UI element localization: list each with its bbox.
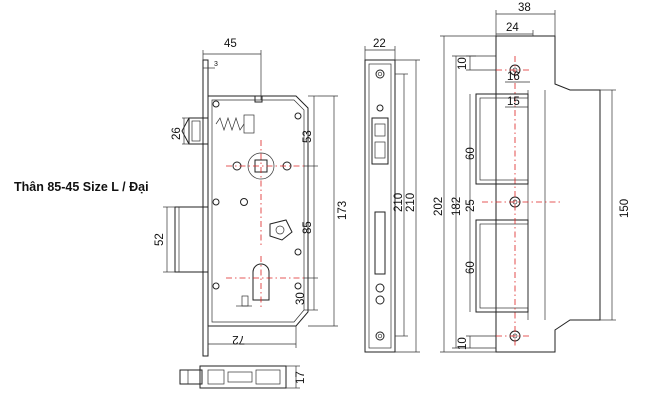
strike-upper-cut (475, 93, 529, 185)
dim-end-offset-top: 10 (457, 57, 469, 70)
latch-bolt (188, 117, 209, 145)
dim-faceplate-outer: 210 (405, 193, 417, 212)
dim-strike-height: 202 (433, 197, 445, 216)
dim-follower-to-cyl: 85 (302, 221, 314, 234)
dim-faceplate-inner: 210 (393, 193, 405, 212)
dim-backset: 45 (224, 38, 237, 50)
dim-faceplate-width: 22 (373, 38, 386, 50)
dim-hole-size: 16 (507, 71, 520, 83)
faceplate-dimensions: 22 210 210 (364, 38, 420, 353)
dim-height: 173 (337, 201, 349, 220)
strike-plate-outline (495, 35, 601, 353)
lock-front-plate (202, 59, 209, 357)
dim-small-offset: 3 (214, 61, 218, 68)
dim-bolt-height: 52 (154, 233, 166, 246)
dim-end-offset-bottom: 10 (457, 337, 469, 350)
dim-plate-height: 150 (619, 199, 631, 218)
dim-width: 72 (232, 333, 245, 345)
lock-case-outline (207, 95, 309, 327)
strike-lower-cut (475, 219, 529, 313)
dim-latch-height: 26 (171, 127, 183, 140)
strike-dimensions: 38 24 16 15 202 182 10 10 60 25 60 (433, 2, 631, 353)
latch-spring (215, 116, 245, 132)
faceplate-latch-opening (371, 117, 389, 165)
section-body (199, 365, 287, 389)
dim-upper-cut: 60 (465, 147, 477, 160)
faceplate-outline (364, 59, 396, 353)
dim-depth: 17 (295, 371, 307, 384)
faceplate (364, 59, 396, 353)
dim-cut-width: 15 (507, 96, 520, 108)
latch-bolt-tip (181, 117, 190, 145)
lock-body-dimensions: 45 3 26 53 173 85 52 30 72 (154, 38, 349, 348)
dim-middle: 25 (465, 199, 477, 212)
cam-plate (269, 219, 293, 241)
faceplate-bolt-opening (374, 211, 386, 275)
dim-strike-inner-height: 182 (451, 197, 463, 216)
drawing-caption: Thân 85-45 Size L / Đại (14, 180, 149, 194)
cylinder-cutout (252, 263, 270, 301)
lock-body (174, 59, 309, 357)
dim-lower-cut: 60 (465, 261, 477, 274)
dead-bolt (174, 206, 209, 273)
dim-cyl-bottom: 30 (295, 292, 307, 305)
dim-to-follower: 53 (302, 130, 314, 143)
dim-strike-inner-width: 24 (506, 22, 519, 34)
dim-strike-total-width: 38 (518, 2, 531, 14)
lock-section-view: 17 (179, 365, 307, 389)
strike-plate (475, 35, 601, 353)
lock-case-inner (211, 99, 305, 323)
